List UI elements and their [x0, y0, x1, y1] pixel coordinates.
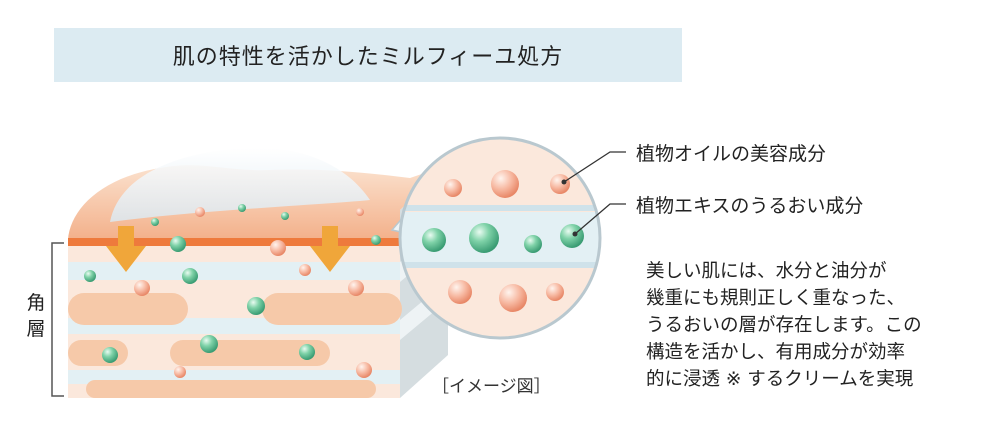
layer-bracket [51, 242, 64, 397]
description-line: 美しい肌には、水分と油分が [646, 261, 887, 282]
description-line: 的に浸透 ※ するクリームを実現 [646, 369, 914, 390]
title-banner: 肌の特性を活かしたミルフィーユ処方 [54, 28, 682, 82]
leader-line-moisture [574, 203, 626, 235]
zoom-oil-dot [448, 280, 472, 304]
description-line: うるおいの層が存在します。この [646, 315, 922, 336]
description-text: 美しい肌には、水分と油分が 幾重にも規則正しく重なった、 うるおいの層が存在しま… [646, 258, 986, 393]
side-label-char: 層 [26, 318, 46, 340]
zoom-oil-dot [550, 174, 570, 194]
zoom-moisture-dot [422, 228, 446, 252]
legend-oil: 植物オイルの美容成分 [636, 143, 827, 165]
zoom-moisture-dot [524, 235, 542, 253]
zoom-oil-dot [444, 179, 462, 197]
magnified-view [390, 136, 602, 340]
layer-stack [68, 246, 402, 398]
side-label-kakuso: 角 層 [24, 290, 48, 342]
zoom-oil-dot [491, 170, 519, 198]
zoom-oil-dot [499, 284, 527, 312]
penetration-arrow-left [106, 226, 146, 272]
image-caption: ［イメージ図］ [432, 377, 551, 397]
page-title: 肌の特性を活かしたミルフィーユ処方 [172, 45, 564, 70]
skin-top-surface [68, 147, 448, 246]
description-line: 構造を活かし、有用成分が効率 [646, 342, 906, 363]
zoom-moisture-dot [469, 223, 499, 253]
penetration-arrow-right [310, 226, 350, 272]
side-label-char: 角 [26, 292, 46, 314]
zoom-moisture-dot [560, 224, 584, 248]
legend-moisture: 植物エキスのうるおい成分 [636, 195, 864, 217]
zoom-oil-dot [546, 283, 564, 301]
block-dots [84, 204, 381, 378]
leader-line-oil [563, 151, 626, 183]
description-line: 幾重にも規則正しく重なった、 [646, 288, 906, 309]
